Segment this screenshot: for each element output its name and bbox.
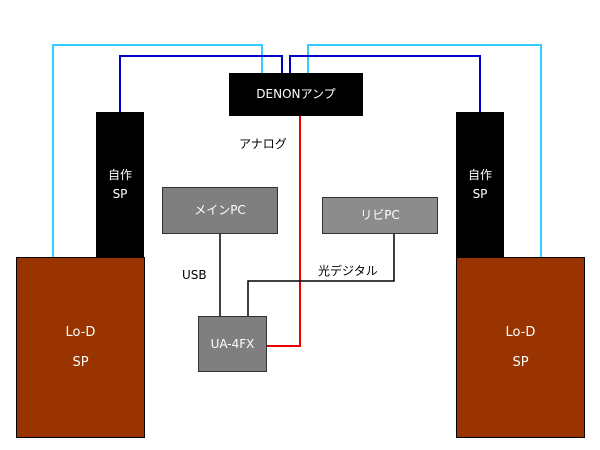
left-woofer-label-1: Lo-D <box>65 324 96 340</box>
right-tweeter-blue-wire <box>289 55 481 112</box>
left-woofer-speaker: Lo-D SP <box>16 257 145 438</box>
main-pc: メインPC <box>162 187 278 234</box>
left-woofer-cyan-wire <box>52 44 263 258</box>
usb-label: USB <box>182 268 207 282</box>
ua-4fx-label: UA-4FX <box>210 336 255 351</box>
analog-label: アナログ <box>239 137 287 151</box>
right-tweeter-label-1: 自作 <box>467 168 492 182</box>
denon-amp-label: DENONアンプ <box>256 87 336 101</box>
ua-4fx-interface: UA-4FX <box>198 316 267 372</box>
main-pc-label: メインPC <box>194 203 246 217</box>
left-tweeter-label-1: 自作 <box>107 168 132 182</box>
left-tweeter-label-2: SP <box>112 187 128 201</box>
left-tweeter-speaker: 自作 SP <box>96 112 144 258</box>
left-tweeter-blue-wire <box>119 55 283 112</box>
left-woofer-label-2: SP <box>72 354 89 370</box>
right-woofer-speaker: Lo-D SP <box>456 257 585 438</box>
right-woofer-cyan-wire <box>307 44 542 258</box>
right-woofer-label-1: Lo-D <box>505 324 536 340</box>
right-woofer-label-2: SP <box>512 354 529 370</box>
right-tweeter-speaker: 自作 SP <box>456 112 504 258</box>
sub-pc-label: リビPC <box>360 208 400 222</box>
analog-red-wire <box>267 116 301 347</box>
optical-wire <box>247 234 395 316</box>
sub-pc: リビPC <box>322 197 438 234</box>
denon-amp: DENONアンプ <box>229 73 363 116</box>
right-tweeter-label-2: SP <box>472 187 488 201</box>
optical-digital-label: 光デジタル <box>318 264 378 278</box>
